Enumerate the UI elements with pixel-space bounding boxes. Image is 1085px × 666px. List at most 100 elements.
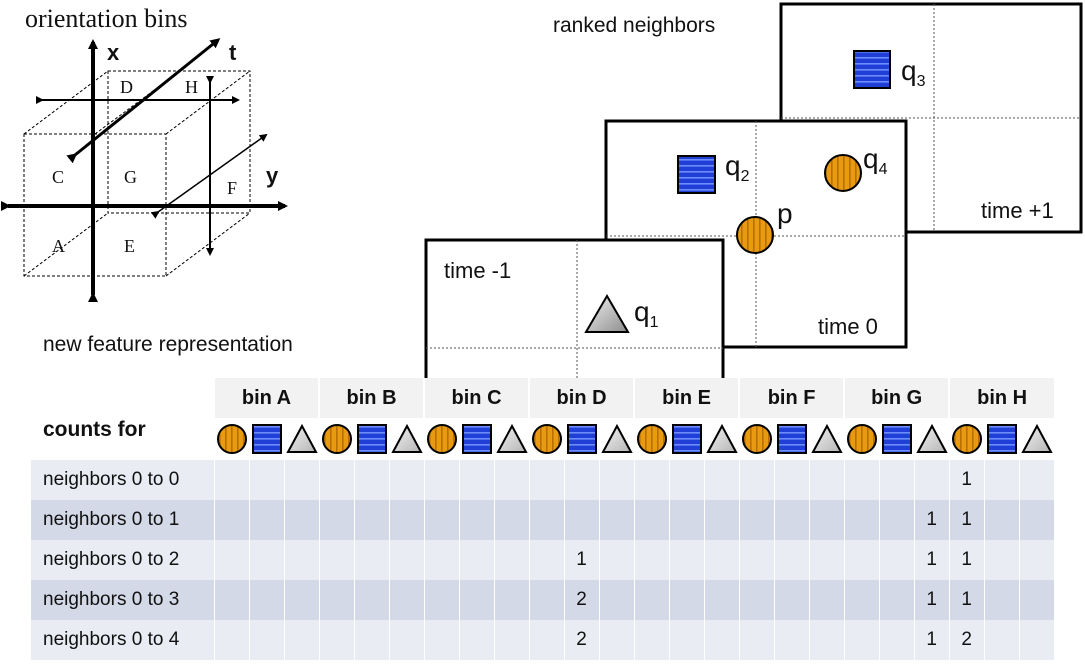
row-label: neighbors 0 to 1 [31, 500, 214, 540]
bin-header-bin-g: bin G [843, 378, 950, 418]
p-circle-marker [736, 216, 774, 254]
count-cell [423, 620, 460, 660]
count-cell [528, 460, 565, 500]
count-cell [878, 620, 915, 660]
bin-label-h: H [185, 77, 198, 97]
point-label-q4: q4 [863, 143, 888, 178]
cube-title: orientation bins [25, 4, 188, 33]
circle-icon [529, 418, 565, 460]
count-cell: 1 [948, 580, 985, 620]
bin-header-bin-a: bin A [212, 378, 320, 418]
count-cell [983, 460, 1020, 500]
count-cell [318, 580, 355, 620]
count-cell [843, 500, 880, 540]
count-cell: 1 [913, 620, 950, 660]
bin-label-e: E [124, 236, 135, 256]
triangle-icon [389, 418, 425, 460]
triangle-icon [809, 418, 845, 460]
square-icon [774, 418, 810, 460]
frames-title: ranked neighbors [553, 14, 716, 37]
circle-icon [214, 418, 249, 460]
axis-label-x: x [107, 40, 120, 65]
count-cell [388, 460, 425, 500]
count-cell [598, 500, 635, 540]
count-cell [878, 500, 915, 540]
count-cell [738, 580, 775, 620]
count-cell [1018, 540, 1055, 580]
count-cell [283, 620, 320, 660]
bin-label-a: A [52, 236, 65, 256]
count-cell [1018, 460, 1055, 500]
count-cell: 1 [948, 540, 985, 580]
count-cell [1018, 500, 1055, 540]
count-cell [773, 540, 810, 580]
time-minus-1-label: time -1 [444, 258, 512, 283]
count-cell [983, 540, 1020, 580]
circle-icon [634, 418, 670, 460]
count-cell [423, 580, 460, 620]
count-cell [843, 580, 880, 620]
count-cell [668, 500, 705, 540]
bin-label-g: G [124, 167, 137, 187]
bin-header-bin-c: bin C [423, 378, 530, 418]
count-cell [808, 620, 845, 660]
count-cell [458, 540, 495, 580]
count-cell [318, 540, 355, 580]
count-cell [878, 540, 915, 580]
count-cell [1018, 620, 1055, 660]
count-cell [318, 500, 355, 540]
table-title: new feature representation [43, 333, 293, 356]
count-cell [283, 460, 320, 500]
count-cell [773, 500, 810, 540]
count-cell [528, 500, 565, 540]
row-label: neighbors 0 to 2 [31, 540, 214, 580]
count-cell [633, 460, 670, 500]
count-cell [353, 620, 390, 660]
count-cell [493, 540, 530, 580]
count-cell [388, 620, 425, 660]
count-cell [388, 540, 425, 580]
count-cell [248, 580, 284, 620]
count-cell [213, 620, 249, 660]
symbol-header-row: counts for [31, 418, 1055, 460]
square-icon [879, 418, 915, 460]
count-cell [633, 620, 670, 660]
count-cell [598, 580, 635, 620]
square-icon [564, 418, 600, 460]
count-cell [1018, 580, 1055, 620]
square-icon [984, 418, 1020, 460]
point-label-q3: q3 [901, 55, 926, 90]
count-cell [353, 500, 390, 540]
count-cell [633, 540, 670, 580]
count-cell [563, 460, 600, 500]
count-cell [703, 500, 740, 540]
count-cell [598, 540, 635, 580]
count-cell [283, 540, 320, 580]
circle-icon [949, 418, 985, 460]
count-cell [843, 460, 880, 500]
circle-icon [844, 418, 880, 460]
count-cell [668, 540, 705, 580]
count-cell [248, 500, 284, 540]
circle-icon [739, 418, 775, 460]
axis-label-y: y [266, 163, 279, 188]
count-cell [668, 580, 705, 620]
count-cell [773, 460, 810, 500]
count-cell [388, 580, 425, 620]
count-cell: 1 [913, 580, 950, 620]
count-cell [283, 500, 320, 540]
count-cell [458, 580, 495, 620]
bin-header-bin-h: bin H [948, 378, 1055, 418]
count-cell [423, 460, 460, 500]
time-plus-1-label: time +1 [981, 198, 1054, 223]
time-0-label: time 0 [818, 314, 878, 339]
point-label-p: p [777, 198, 793, 229]
triangle-icon [914, 418, 950, 460]
counts-for-label: counts for [31, 418, 214, 460]
count-cell [738, 500, 775, 540]
count-cell [213, 460, 249, 500]
count-cell [248, 540, 284, 580]
